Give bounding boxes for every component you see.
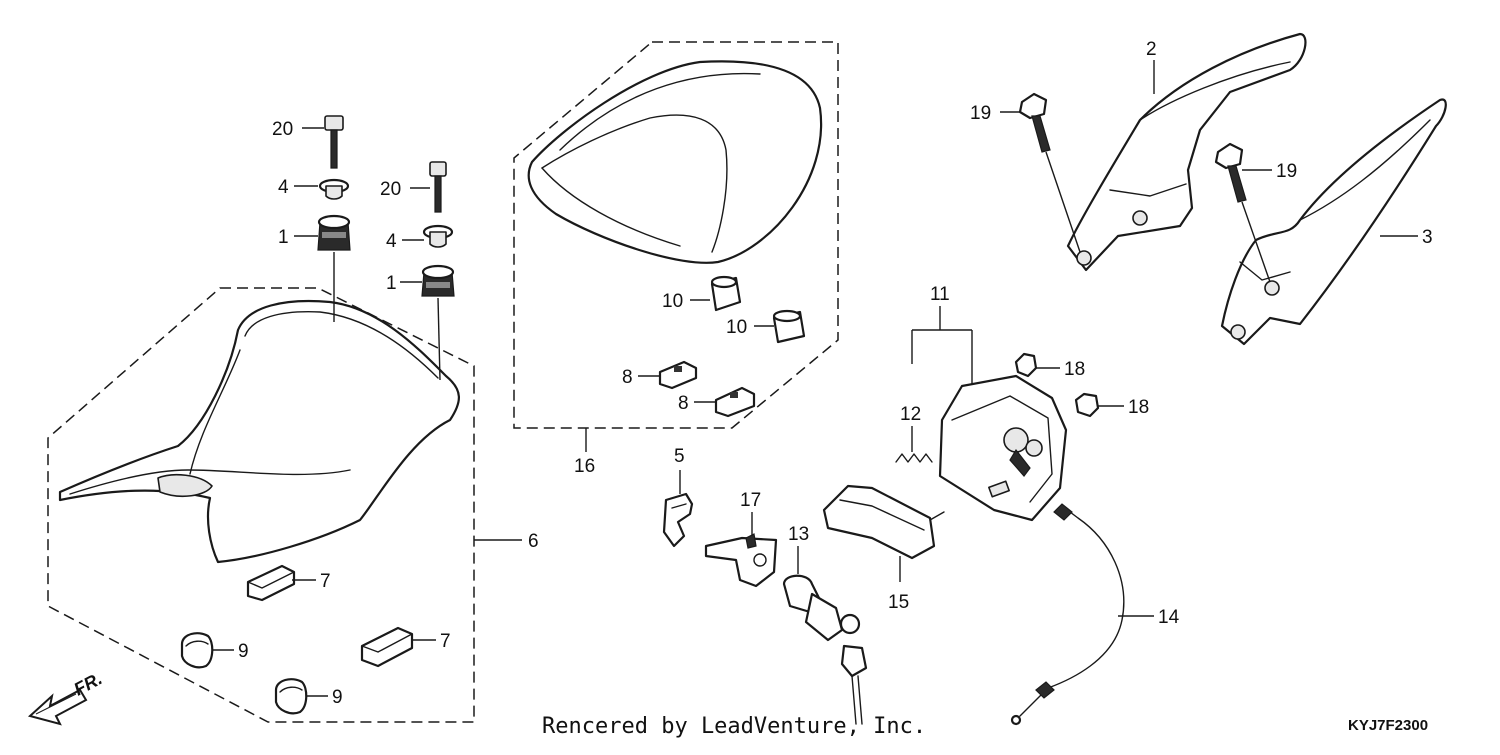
callout-7a: 7 [320, 571, 331, 592]
callout-13: 13 [788, 524, 809, 545]
cushion-10-upper [710, 275, 742, 312]
rear-seat-cowl [527, 60, 823, 264]
spring-12 [895, 453, 933, 463]
callout-1a: 1 [278, 227, 289, 248]
front-seat [58, 299, 460, 564]
callout-20b: 20 [380, 179, 401, 200]
grab-rail-2 [1066, 32, 1307, 272]
clip-8-lower [714, 386, 756, 418]
bracket-7-upper [246, 564, 296, 602]
rail-mount-line-upper [1045, 151, 1081, 253]
rubber-1-left [317, 214, 351, 251]
callout-11: 11 [930, 284, 950, 305]
callout-10a: 10 [662, 291, 683, 312]
rendered-by-credit: Rencered by LeadVenture, Inc. [542, 714, 926, 739]
bolt-19-lower [1214, 142, 1247, 203]
diagram-code: KYJ7F2300 [1348, 717, 1428, 734]
rail-mount-line-lower [1241, 201, 1271, 283]
callout-18a: 18 [1064, 359, 1085, 380]
nut-18-upper [1014, 352, 1038, 378]
rubber-1-right [421, 264, 455, 297]
grab-rail-3 [1220, 98, 1447, 346]
seat-lock-13 [782, 574, 868, 725]
bolt-20-left [324, 115, 344, 169]
leader-11 [911, 306, 973, 384]
callout-8b: 8 [678, 393, 689, 414]
bracket-17 [704, 533, 778, 588]
callout-3: 3 [1422, 227, 1433, 248]
callout-9b: 9 [332, 687, 343, 708]
bolt-19-upper [1018, 92, 1051, 153]
cushion-9-upper [180, 632, 214, 669]
clip-5 [662, 492, 694, 548]
callout-1b: 1 [386, 273, 397, 294]
callout-2: 2 [1146, 39, 1157, 60]
callout-19b: 19 [1276, 161, 1297, 182]
bracket-7-lower [360, 626, 414, 668]
seat-catch-plate [938, 374, 1068, 522]
callout-16: 16 [574, 456, 595, 477]
callout-10b: 10 [726, 317, 747, 338]
collar-4-left [318, 178, 350, 200]
bolt-20-right [429, 161, 447, 213]
group-16-outline [513, 41, 839, 429]
callout-20a: 20 [272, 119, 293, 140]
group-6-outline [47, 287, 475, 723]
mount-line-right [437, 297, 441, 381]
callout-6: 6 [528, 531, 539, 552]
callout-7b: 7 [440, 631, 451, 652]
callout-17: 17 [740, 490, 761, 511]
cable-14 [1010, 503, 1125, 726]
callout-12: 12 [900, 404, 921, 425]
callout-19a: 19 [970, 103, 991, 124]
callout-9a: 9 [238, 641, 249, 662]
callout-4b: 4 [386, 231, 397, 252]
callout-18b: 18 [1128, 397, 1149, 418]
front-arrow-icon [27, 688, 88, 726]
callout-14: 14 [1158, 607, 1180, 628]
handle-15 [822, 484, 945, 560]
nut-18-lower [1074, 392, 1100, 418]
collar-4-right [422, 224, 454, 248]
callout-8a: 8 [622, 367, 633, 388]
cushion-9-lower [274, 678, 308, 715]
callout-5: 5 [674, 446, 685, 467]
cushion-10-lower [772, 309, 806, 344]
callout-4a: 4 [278, 177, 289, 198]
callout-15: 15 [888, 592, 909, 613]
clip-8-upper [658, 360, 698, 390]
